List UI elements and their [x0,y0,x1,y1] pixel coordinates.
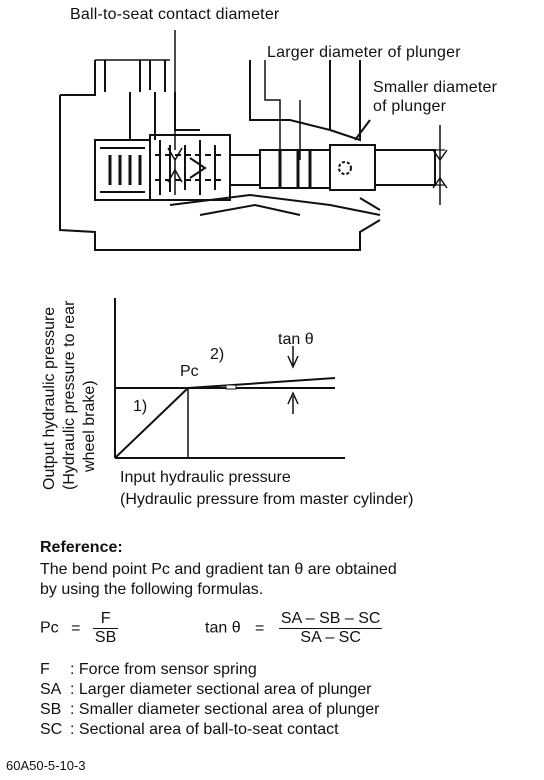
formula-tan: tan θ = SA – SB – SC SA – SC [205,610,383,647]
formula-pc-numerator: F [92,610,119,629]
tan-leader [287,346,299,369]
definition-item: F : Force from sensor spring [40,660,380,680]
formula-pc-lhs: Pc [40,619,59,637]
figure-code: 60A50-5-10-3 [6,758,86,773]
definition-symbol: SB [40,701,62,718]
formula-tan-numerator: SA – SB – SC [278,610,383,629]
definition-list: F : Force from sensor spring SA : Larger d… [40,660,380,740]
definition-text: : Sectional area of ball-to-seat contact [70,721,339,738]
graph-x-label-line1: Input hydraulic pressure [120,469,291,486]
label-larger-diameter: Larger diameter of plunger [267,44,461,61]
definition-item: SC : Sectional area of ball-to-seat conta… [40,720,380,740]
formula-tan-equals: = [255,619,265,637]
label-smaller-diameter-line1: Smaller diameter [373,79,498,96]
reference-heading: Reference: [40,539,123,556]
definition-symbol: SC [40,721,63,738]
formula-pc-equals: = [71,619,81,637]
definition-text: : Force from sensor spring [70,661,257,678]
label-smaller-diameter-line2: of plunger [373,98,447,115]
tan-arrow-up [287,391,299,414]
formula-tan-lhs: tan θ [205,619,241,637]
reference-line-2: by using the following formulas. [40,581,264,598]
graph-segment-2 [187,377,336,389]
valve-cross-section-drawing [59,30,448,251]
definition-symbol: SA [40,681,62,698]
definition-item: SB : Smaller diameter sectional area of p… [40,700,380,720]
definition-text: : Smaller diameter sectional area of plu… [70,701,380,718]
graph-pc-label: Pc [180,363,199,380]
formula-tan-fraction: SA – SB – SC SA – SC [278,610,383,647]
graph-y-label-line1: Output hydraulic pressure [41,306,58,490]
formula-pc: Pc = F SB [40,610,119,647]
formula-pc-fraction: F SB [92,610,119,647]
graph-y-label: Output hydraulic pressure (Hydraulic pre… [40,250,100,490]
graph-y-label-line3: wheel brake) [81,380,98,472]
formula-pc-denominator: SB [94,629,117,646]
graph-segment-2-label: 2) [210,346,225,363]
graph-tan-label: tan θ [278,331,314,348]
graph-segment-1-label: 1) [133,398,148,415]
definition-item: SA : Larger diameter sectional area of pl… [40,680,380,700]
pressure-graph [114,298,345,459]
definition-text: : Larger diameter sectional area of plun… [70,681,372,698]
definition-symbol: F [40,661,50,678]
formula-tan-denominator: SA – SC [300,629,361,646]
graph-x-label-line2: (Hydraulic pressure from master cylinder… [120,491,414,508]
graph-y-label-line2: (Hydraulic pressure to rear [61,300,78,490]
reference-line-1: The bend point Pc and gradient tan θ are… [40,561,397,578]
label-ball-to-seat-diameter: Ball-to-seat contact diameter [70,6,280,23]
graph-segment-1 [114,387,189,459]
